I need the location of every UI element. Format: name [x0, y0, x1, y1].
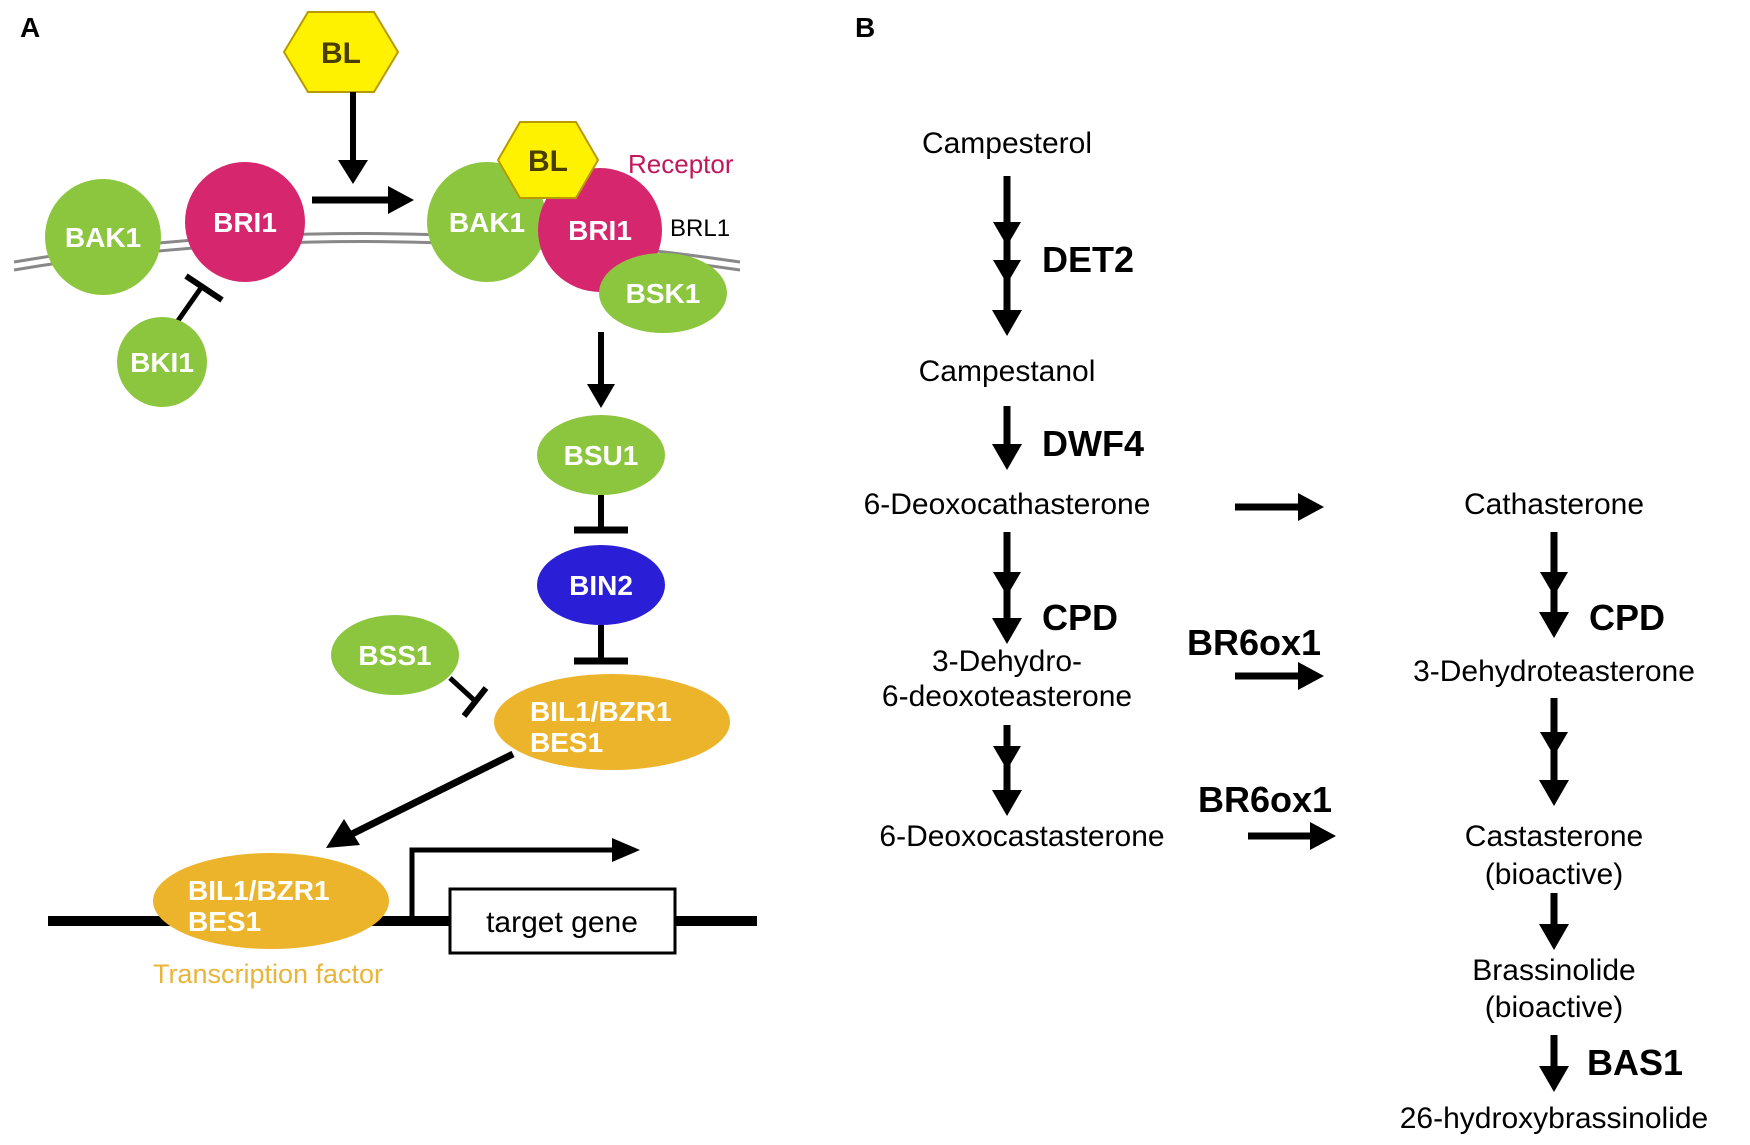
tf-node-nucleus: [153, 853, 389, 949]
bsk1-node: [599, 253, 727, 333]
det2-enzyme: DET2: [1042, 239, 1134, 280]
bak1-label-right: BAK1: [449, 207, 525, 238]
bki1-node: [117, 317, 207, 407]
arrow-tf-nucleus: [350, 750, 515, 838]
arrow-dehydro-deoxocastasterone: [992, 725, 1022, 816]
arrow-castasterone-brassinolide: [1539, 893, 1569, 950]
bak1-node-left: [45, 179, 161, 295]
arrow-deoxocastasterone-castasterone: [1248, 822, 1336, 850]
cpd-enzyme-left: CPD: [1042, 597, 1118, 638]
bl-ligand-free: BL: [282, 11, 400, 93]
tf-label-line1-nucleus: BIL1/BZR1: [188, 875, 330, 906]
dehydro-deoxoteasterone-line1: 3-Dehydro-: [932, 645, 1082, 678]
deoxocathasterone-label: 6-Deoxocathasterone: [864, 488, 1151, 521]
bri1-label-right: BRI1: [568, 215, 632, 246]
inhibit-bar-bss1-tf: [461, 686, 489, 718]
tf-node-cytoplasm: [494, 674, 730, 770]
cpd-enzyme-right: CPD: [1589, 597, 1665, 638]
arrowhead-tf-nucleus: [326, 819, 360, 848]
bas1-enzyme: BAS1: [1587, 1042, 1683, 1083]
bri1-node-left: [185, 162, 305, 282]
bki1-label: BKI1: [130, 347, 194, 378]
br6ox1-enzyme-upper: BR6ox1: [1187, 622, 1321, 663]
bl-label: BL: [321, 37, 361, 70]
tf-label-line1-cytoplasm: BIL1/BZR1: [530, 696, 672, 727]
tf-label-line2-cytoplasm: BES1: [530, 727, 603, 758]
castasterone-note: (bioactive): [1485, 858, 1623, 891]
arrow-cathasterone-dehydroteasterone: [1539, 532, 1569, 638]
castasterone-label: Castasterone: [1465, 820, 1643, 853]
inhibit-bss1-tf: [448, 676, 476, 702]
bl-label-bound: BL: [528, 145, 568, 178]
bss1-label: BSS1: [358, 640, 431, 671]
arrow-campestanol-deoxocathasterone: [992, 406, 1022, 470]
arrow-deoxocathasterone-dehydro: [992, 532, 1022, 644]
target-gene-box: [448, 887, 677, 955]
hydroxybrassinolide-label: 26-hydroxybrassinolide: [1400, 1102, 1709, 1135]
transcription-factor-caption: Transcription factor: [153, 959, 383, 989]
promoter-arrowhead: [612, 838, 640, 862]
tf-label-line2-nucleus: BES1: [188, 906, 261, 937]
bki1-inhibit-bar: [184, 273, 224, 303]
bin2-label: BIN2: [569, 570, 633, 601]
brassinolide-note: (bioactive): [1485, 991, 1623, 1024]
cathasterone-label: Cathasterone: [1464, 488, 1644, 521]
br6ox1-enzyme-lower: BR6ox1: [1198, 779, 1332, 820]
campestanol-label: Campestanol: [919, 355, 1096, 388]
bak1-label-left: BAK1: [65, 222, 141, 253]
target-gene-label: target gene: [486, 906, 638, 939]
promoter-arrow: [409, 847, 618, 921]
arrow-brassinolide-hydroxybrassinolide: [1539, 1035, 1569, 1092]
panel-a-label: A: [20, 12, 40, 43]
arrowhead-activation: [388, 186, 414, 214]
bki1-inhibit-line: [172, 283, 206, 327]
arrow-deoxocathasterone-cathasterone: [1235, 493, 1324, 521]
bri1-label-left: BRI1: [213, 207, 277, 238]
bsk1-label: BSK1: [626, 278, 701, 309]
panel-b-label: B: [855, 12, 875, 43]
receptor-label: Receptor: [628, 149, 734, 179]
campesterol-label: Campesterol: [922, 127, 1092, 160]
bin2-node: [537, 545, 665, 625]
brassinolide-label: Brassinolide: [1472, 954, 1635, 987]
dehydro-deoxoteasterone-line2: 6-deoxoteasterone: [882, 680, 1132, 713]
bsu1-node: [537, 415, 665, 495]
arrowhead-bl-down: [338, 160, 368, 184]
dwf4-enzyme: DWF4: [1042, 423, 1144, 464]
dehydroteasterone-label: 3-Dehydroteasterone: [1413, 655, 1695, 688]
bsu1-label: BSU1: [564, 440, 639, 471]
panel-a: A BL BAK1 BRI1 BKI1 BAK1 BRI1 BSK1: [13, 11, 757, 989]
deoxocastasterone-label: 6-Deoxocastasterone: [879, 820, 1164, 853]
arrowhead-bsk1-bsu1: [587, 384, 615, 408]
bss1-node: [331, 615, 459, 695]
arrow-dehydro-dehydroteasterone: [1235, 662, 1324, 690]
brl1-label: BRL1: [670, 215, 730, 242]
bl-ligand-bound: BL: [496, 121, 600, 199]
arrow-campesterol-campestanol: [992, 176, 1022, 336]
panel-b: B Campesterol Campestanol 6-Deoxocathast…: [855, 12, 1708, 1135]
arrow-dehydroteasterone-castasterone: [1539, 698, 1569, 806]
